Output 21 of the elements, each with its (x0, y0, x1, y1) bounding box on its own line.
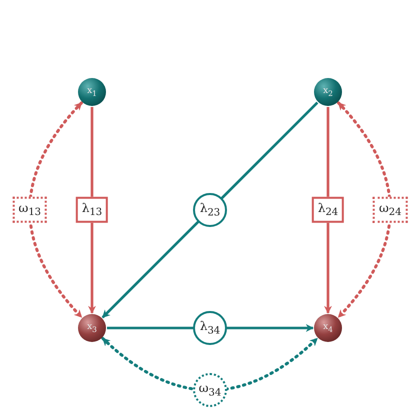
edge-label: ω$_{34}$ (193, 373, 227, 408)
arrow (324, 107, 332, 314)
dotted-arrow (336, 101, 392, 319)
edge-label: λ$_{13}$ (76, 196, 108, 224)
sphere-node (314, 78, 342, 106)
arrow (88, 107, 96, 314)
node-label: x$_{4}$ (323, 322, 333, 334)
edge-label: λ$_{34}$ (193, 311, 227, 345)
sphere-node (78, 78, 106, 106)
sphere-node (78, 314, 106, 342)
sphere-node (314, 314, 342, 342)
node-label: x$_{1}$ (87, 86, 97, 98)
arrow (102, 102, 318, 318)
edge-label: λ$_{24}$ (312, 196, 344, 224)
dotted-arrow (28, 101, 84, 319)
edge-label: ω$_{24}$ (372, 196, 408, 224)
edge-label: λ$_{23}$ (193, 193, 227, 227)
node-label: x$_{2}$ (323, 86, 333, 98)
dotted-arrow (101, 336, 319, 392)
node-label: x$_{3}$ (87, 322, 97, 334)
edge-label: ω$_{13}$ (12, 196, 48, 224)
